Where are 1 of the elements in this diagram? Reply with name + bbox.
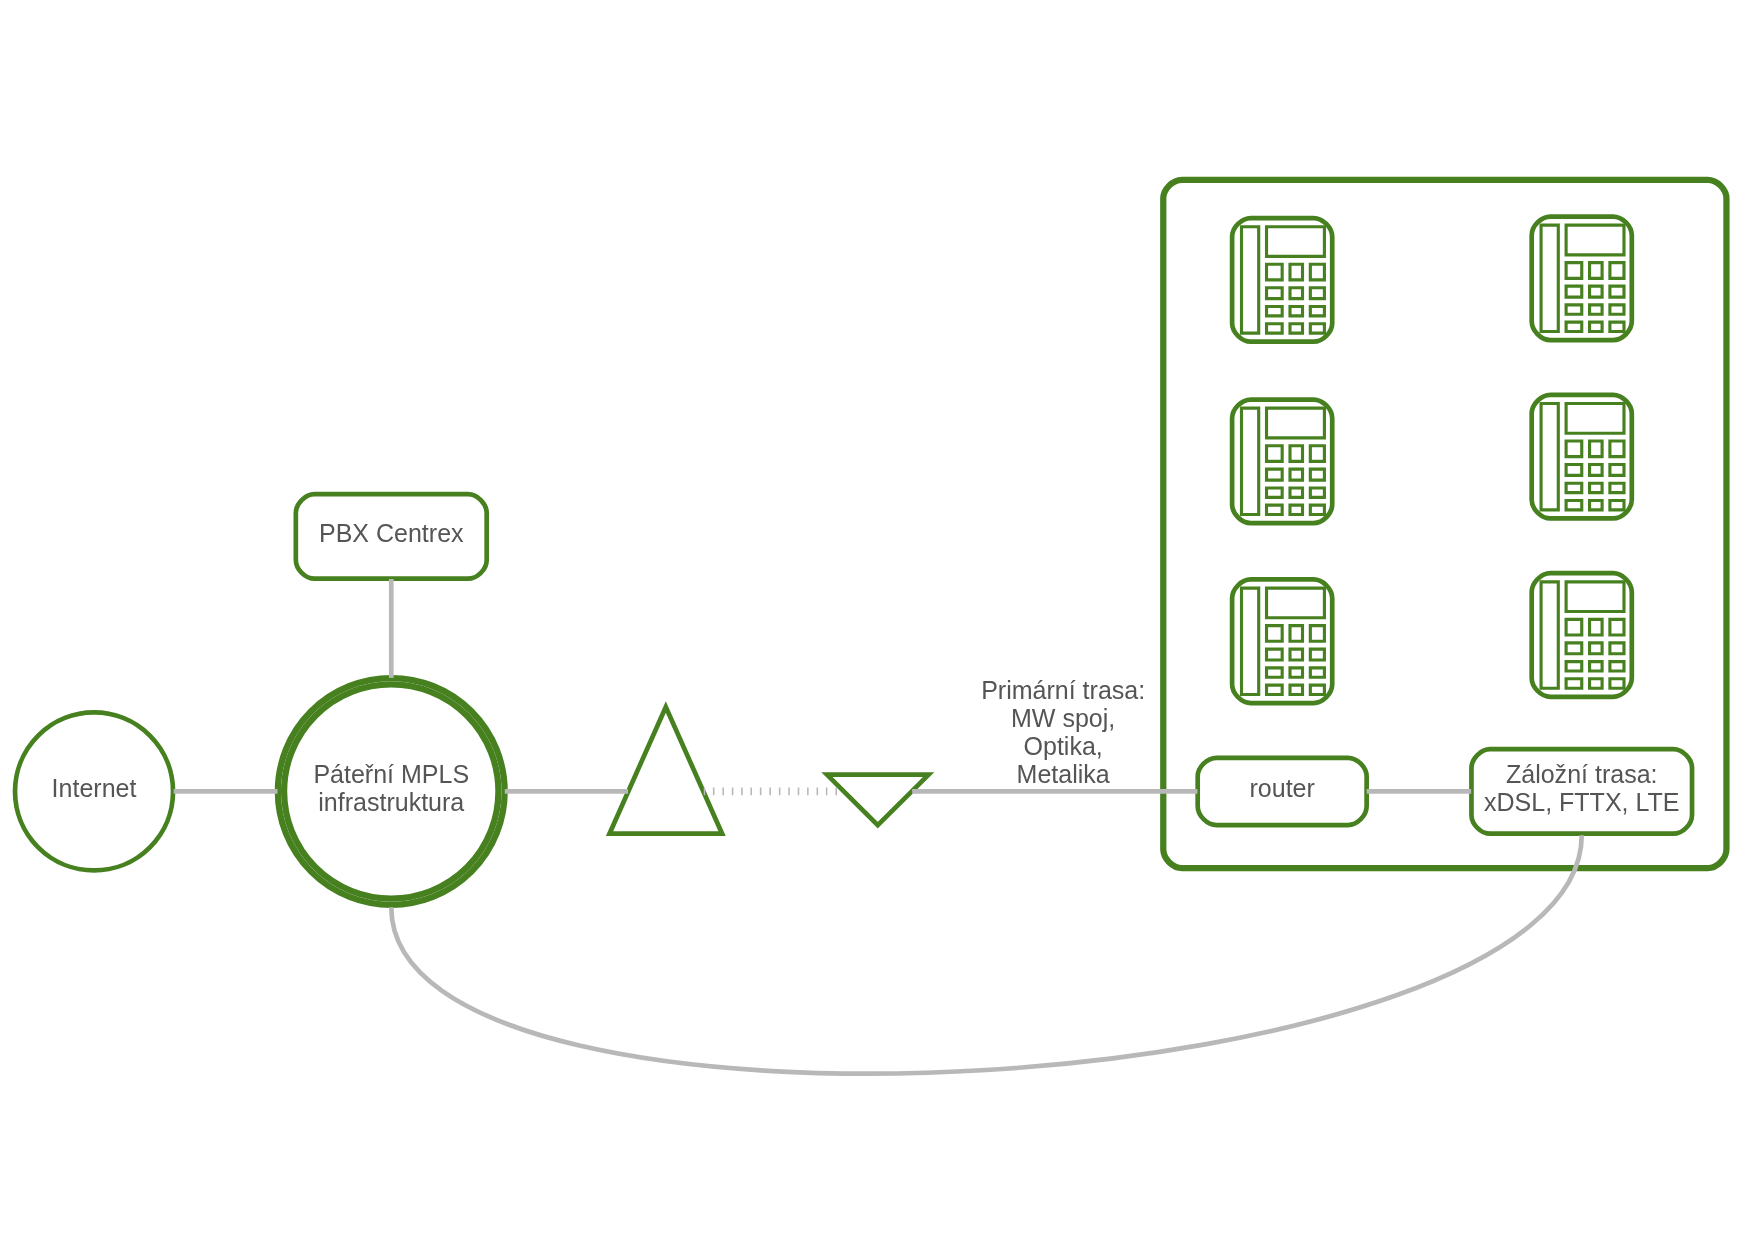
edge-label: Primární trasa: MW spoj, Optika, Metalika bbox=[981, 675, 1146, 789]
